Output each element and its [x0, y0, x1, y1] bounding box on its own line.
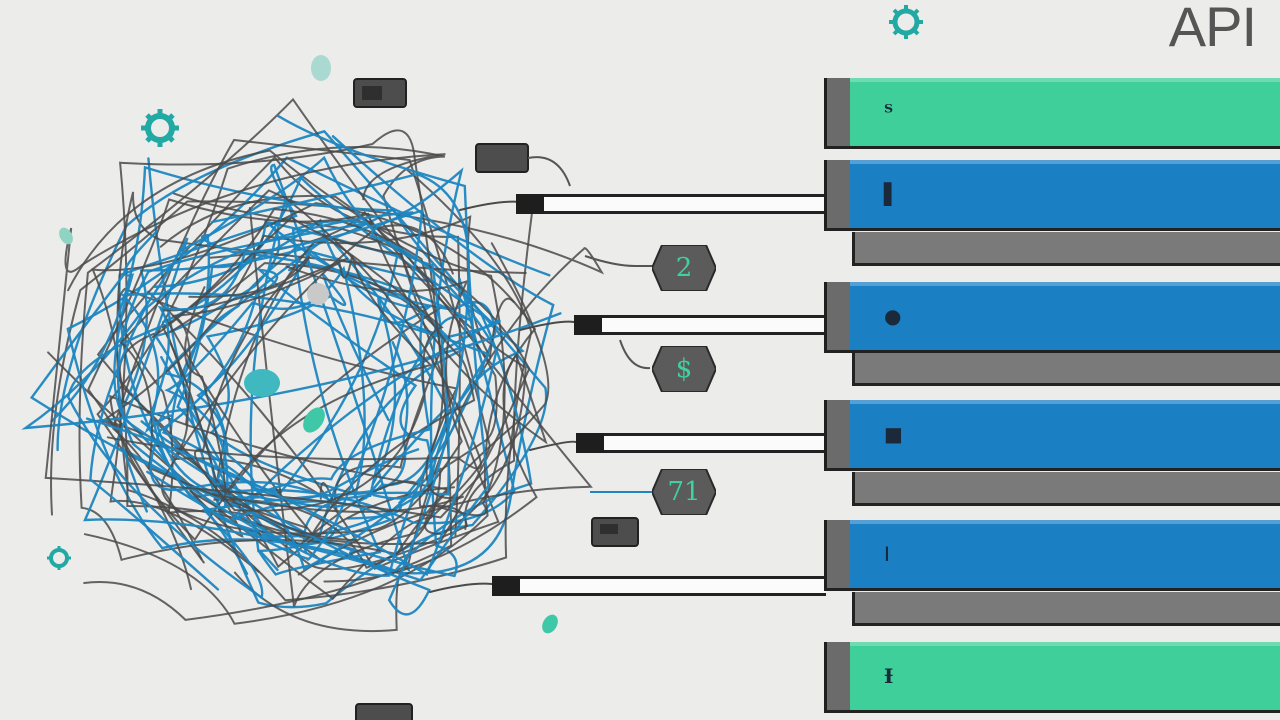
- gear-icon: [47, 546, 71, 570]
- api-panel-1: ᵀ: [824, 78, 1280, 146]
- price-tag-icon: [353, 78, 407, 108]
- wire-strand: [176, 219, 497, 520]
- tag-label: 2: [675, 253, 693, 283]
- wire-strand: [47, 138, 491, 601]
- wire-strand: [172, 254, 433, 498]
- wire-strand: [87, 198, 548, 591]
- panel-glyph: ●: [884, 304, 902, 328]
- wire-strand: [529, 440, 577, 451]
- droplet-icon: [307, 283, 329, 305]
- wire-strand: [519, 320, 575, 331]
- wire-strand: [161, 234, 451, 508]
- panel-tray: [852, 232, 1280, 266]
- wire-strand: [66, 135, 555, 575]
- panel-face: [850, 642, 1280, 710]
- tag-label: $: [675, 354, 693, 384]
- wire-strand: [429, 582, 493, 593]
- price-tag-icon: [591, 517, 639, 547]
- wire-strand: [78, 97, 593, 576]
- wire-strand: [50, 200, 605, 633]
- connector-cable: [574, 315, 826, 335]
- price-tag-icon: [355, 703, 413, 720]
- tag-71: 71: [652, 469, 716, 515]
- panel-tray: [852, 592, 1280, 626]
- panel-glyph: Ɨ: [884, 664, 894, 688]
- panel-tray: [852, 352, 1280, 386]
- panel-glyph: ■: [884, 422, 903, 446]
- api-panel-5: ǀ: [824, 520, 1280, 588]
- gear-icon: [889, 5, 923, 39]
- droplet-icon: [59, 227, 73, 245]
- droplet-icon: [311, 55, 331, 81]
- droplet-icon: [542, 614, 558, 634]
- api-panel-2: ▌: [824, 160, 1280, 228]
- wire-strand: [85, 211, 498, 591]
- tag-label: 71: [667, 477, 701, 507]
- panel-face: [850, 78, 1280, 146]
- panel-face: [850, 160, 1280, 228]
- wire-strand: [44, 153, 550, 519]
- api-panel-6: Ɨ: [824, 642, 1280, 710]
- panel-face: [850, 282, 1280, 350]
- wire-strand: [29, 165, 464, 578]
- api-title: API: [1168, 0, 1257, 58]
- tag-2: 2: [652, 245, 716, 291]
- connector-cable: [576, 433, 826, 453]
- price-tag-icon: [475, 143, 571, 187]
- connector-cable: [516, 194, 826, 214]
- wire-strand: [459, 200, 521, 211]
- panel-tray: [852, 472, 1280, 506]
- api-panel-3: ●: [824, 282, 1280, 350]
- api-panel-4: ■: [824, 400, 1280, 468]
- panel-face: [850, 400, 1280, 468]
- connector-cable: [492, 576, 826, 596]
- droplet-icon: [244, 369, 280, 397]
- wire-strand: [113, 172, 470, 616]
- wire-strand: [188, 235, 444, 512]
- droplet-icon: [303, 407, 325, 433]
- wire-strand: [146, 208, 424, 561]
- wire-strand: [120, 292, 491, 577]
- panel-glyph: ǀ: [884, 542, 890, 566]
- gear-icon: [141, 109, 179, 147]
- panel-glyph: ᵀ: [884, 100, 894, 124]
- panel-glyph: ▌: [884, 182, 900, 206]
- tag-dollar: $: [652, 346, 716, 392]
- panel-face: [850, 520, 1280, 588]
